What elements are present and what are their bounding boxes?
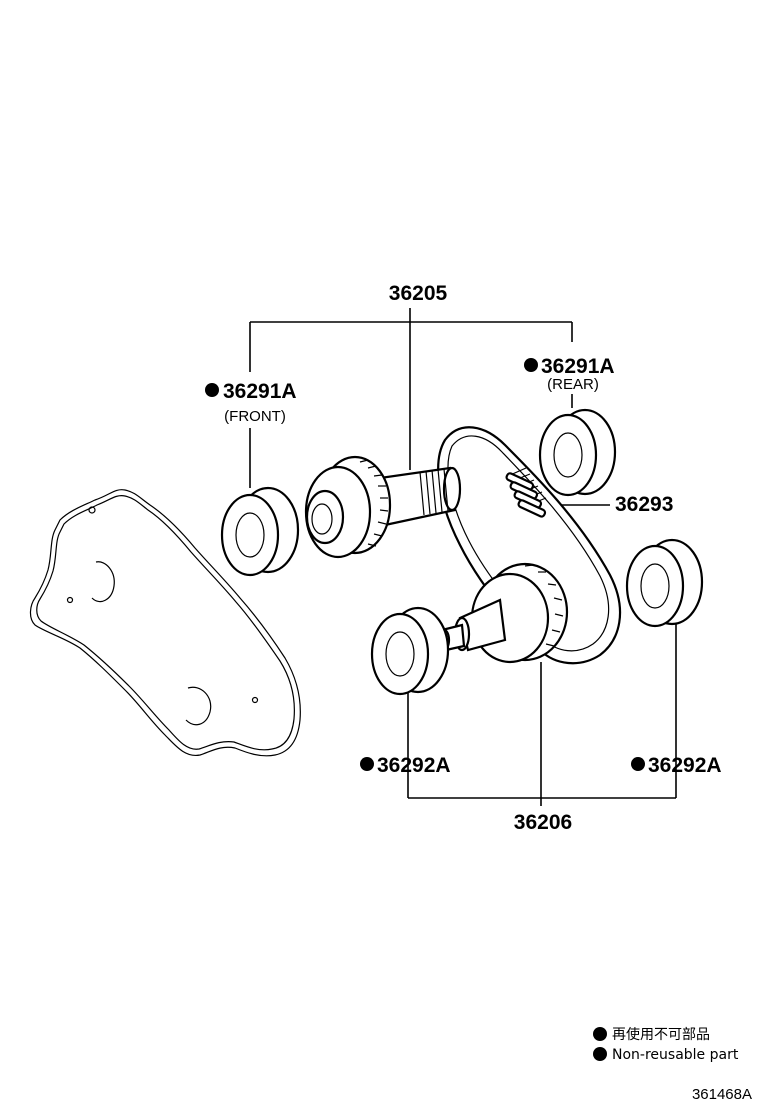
legend-dot-icon [593,1047,607,1061]
non-reusable-dot-icon [524,358,538,372]
non-reusable-dot-icon [631,757,645,771]
transmission-case [29,489,301,757]
label-36292a-left[interactable]: 36292A [377,754,451,777]
non-reusable-dot-icon [205,383,219,397]
label-front-note: (FRONT) [224,408,286,425]
bearing-front [220,486,300,577]
legend: 再使用不可部品 Non-reusable part [593,1026,739,1063]
label-rear-note: (REAR) [547,376,599,393]
drive-sprocket [304,455,462,559]
bearing-rear [538,408,617,497]
non-reusable-dot-icon [360,757,374,771]
legend-line-english: Non-reusable part [612,1047,739,1063]
label-36205[interactable]: 36205 [389,282,448,305]
legend-dot-icon [593,1027,607,1041]
chain-pins [505,472,547,518]
label-36293[interactable]: 36293 [615,493,673,516]
diagram-code: 361468A [692,1086,752,1103]
legend-line-japanese: 再使用不可部品 [612,1026,710,1043]
bearing-lower-right [625,538,704,628]
label-36291a-rear[interactable]: 36291A [541,355,615,378]
label-36206[interactable]: 36206 [514,811,572,834]
driven-sprocket [437,562,569,664]
label-36292a-right[interactable]: 36292A [648,754,722,777]
bearing-lower-left [370,606,450,696]
leader-lines [249,308,677,806]
label-36291a-front[interactable]: 36291A [223,380,297,403]
